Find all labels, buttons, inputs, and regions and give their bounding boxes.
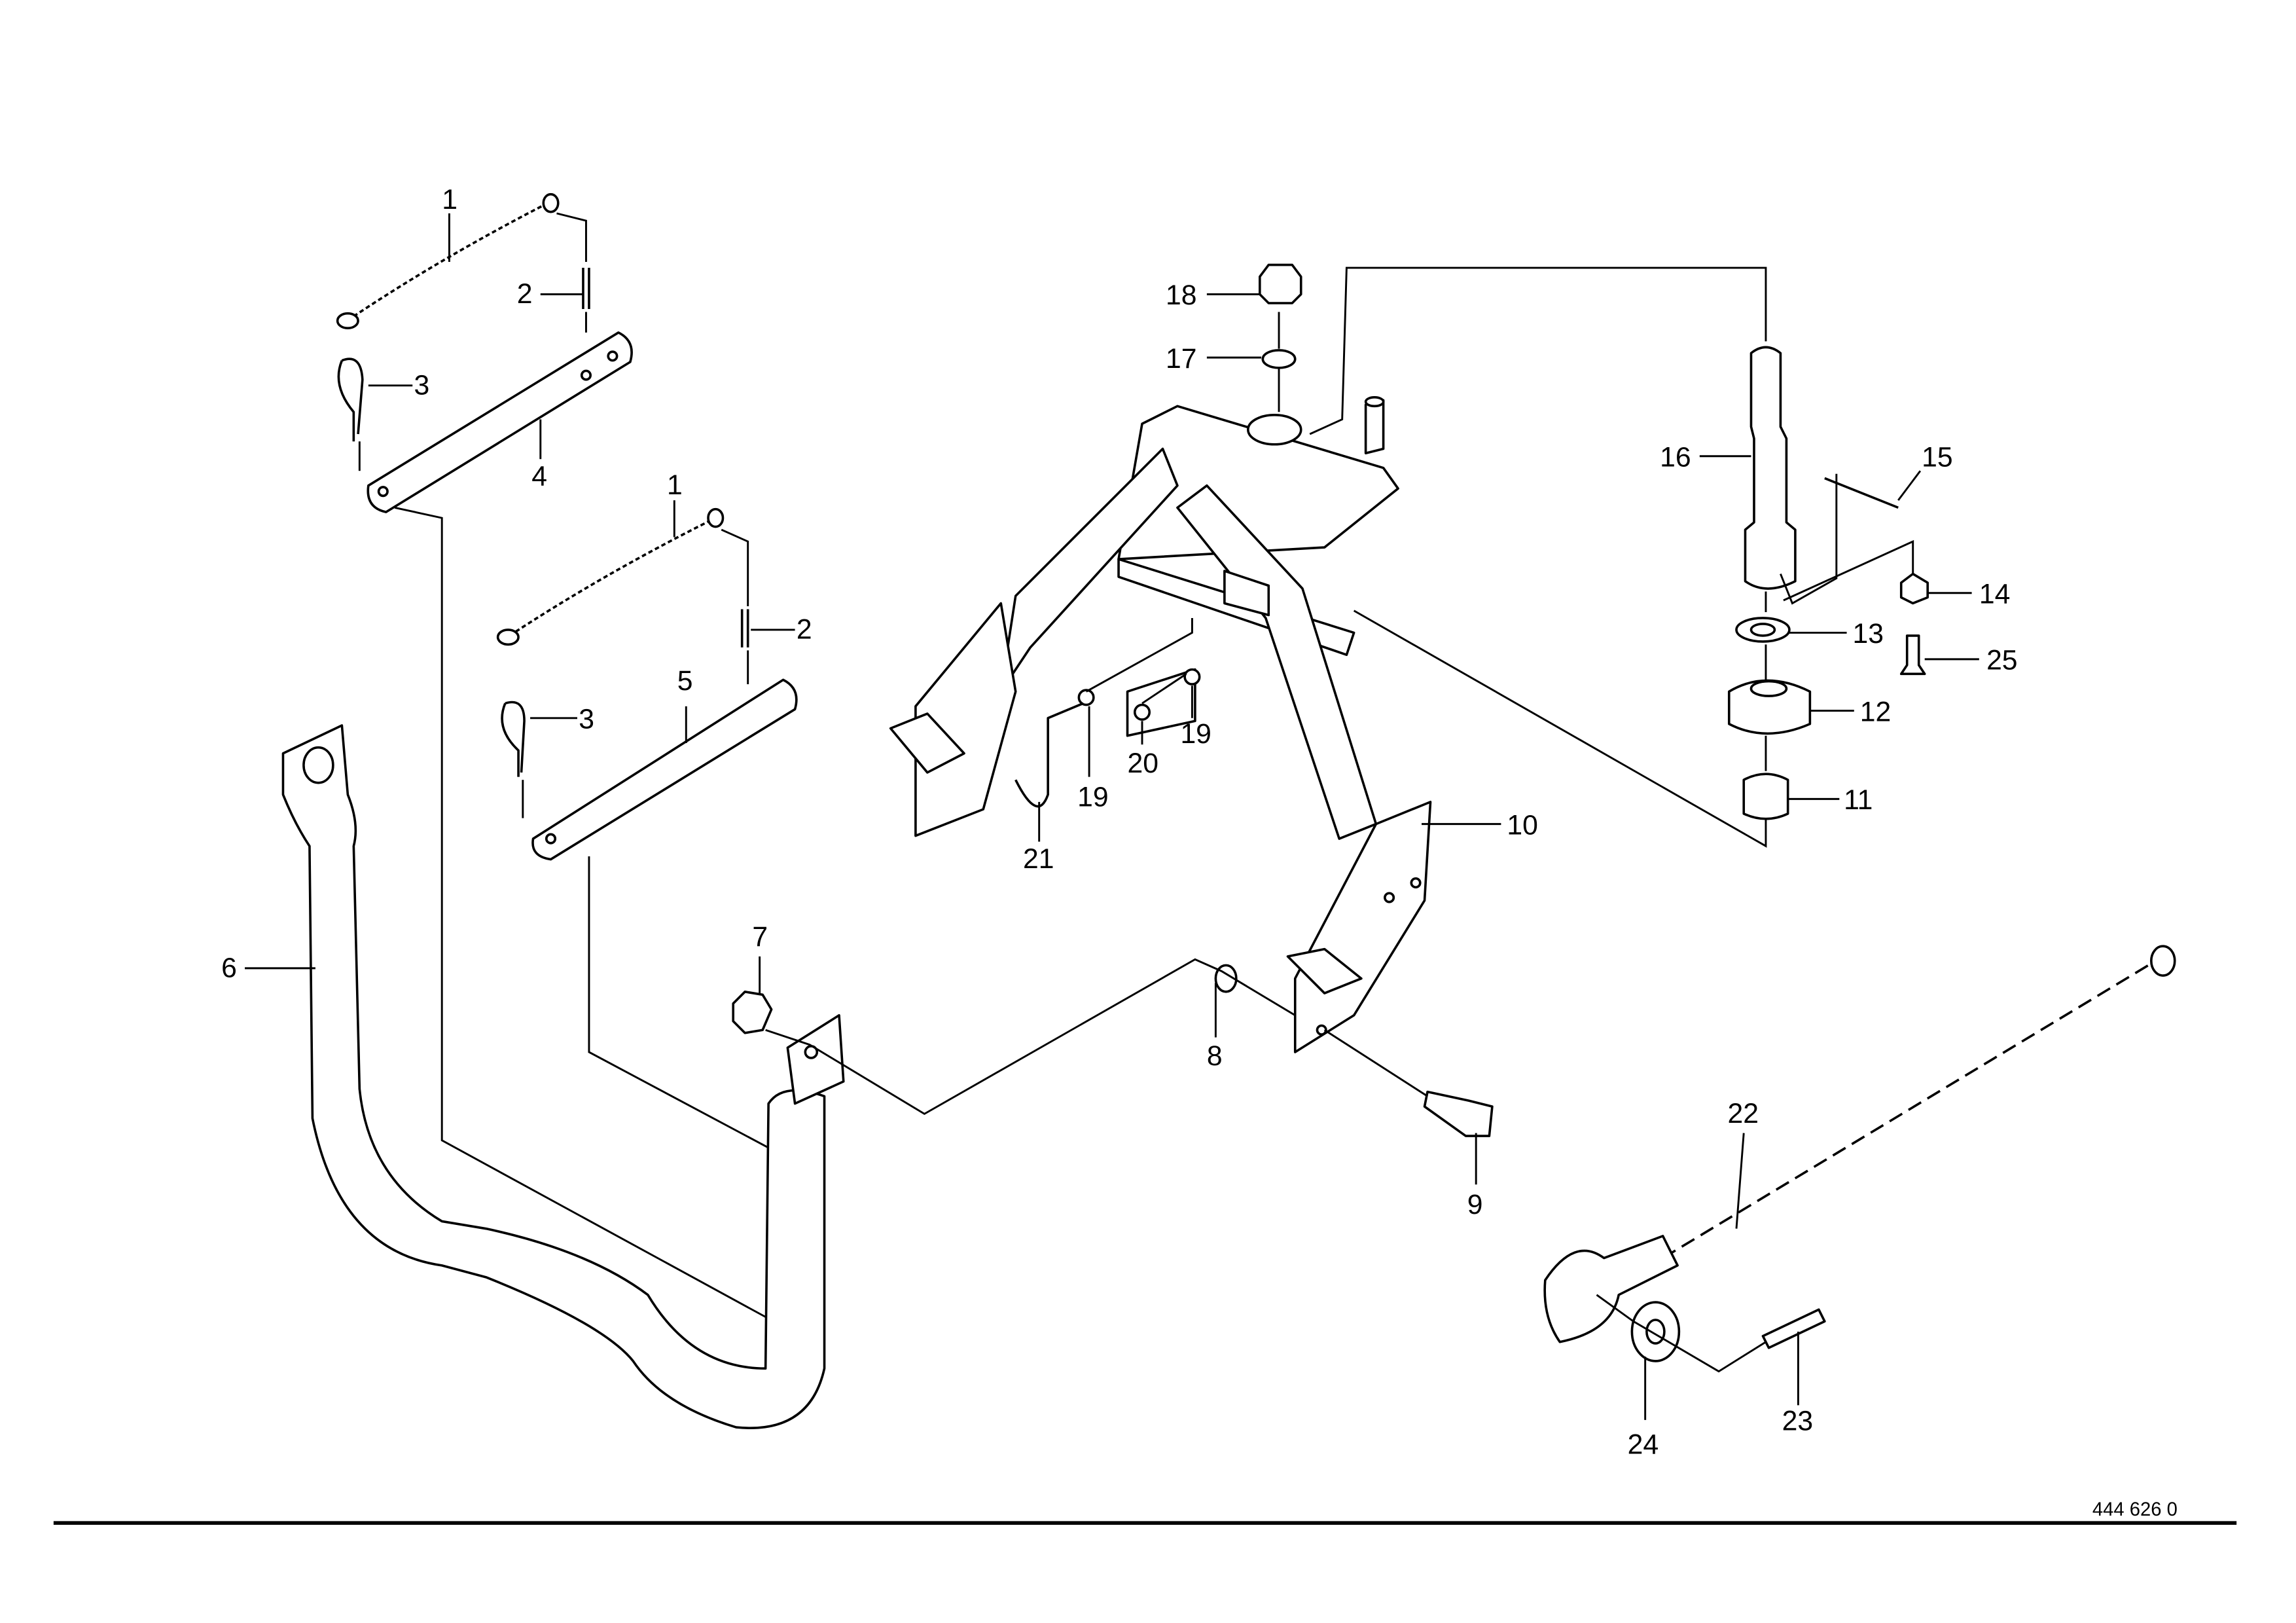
label-17: 17 [1166, 343, 1196, 374]
label-4: 4 [531, 461, 547, 492]
label-22: 22 [1728, 1098, 1759, 1129]
part-7-nut [732, 991, 773, 1034]
part-2-cotter-upper [582, 268, 590, 309]
label-7: 7 [752, 921, 768, 953]
part-14-nut [1899, 572, 1929, 605]
label-21: 21 [1023, 843, 1054, 875]
part-3-spring-pin-upper [337, 357, 364, 442]
label-2: 2 [797, 613, 812, 645]
part-17-washer [1261, 349, 1297, 369]
label-23: 23 [1782, 1406, 1813, 1437]
label-6: 6 [221, 952, 237, 983]
label-18: 18 [1166, 280, 1196, 311]
part-18-nut [1259, 263, 1302, 304]
part-9-bolt [1423, 1090, 1494, 1137]
part-1-chain-upper [353, 202, 548, 318]
part-6-support-bar [281, 724, 826, 1429]
label-16: 16 [1660, 441, 1691, 473]
part-22-chain [1662, 955, 2164, 1260]
part-12-bushing [1727, 679, 1812, 735]
label-8: 8 [1207, 1040, 1223, 1072]
part-8-washer [1214, 964, 1238, 993]
label-3: 3 [579, 704, 594, 735]
label-10: 10 [1507, 809, 1537, 841]
label-11: 11 [1844, 784, 1873, 816]
drawing-number: 444 626 0 [2092, 1499, 2178, 1520]
leader-lines [245, 212, 1979, 1420]
part-4-link-plate [367, 331, 633, 513]
part-25-bolt [1899, 634, 1926, 676]
part-group-lower-link [496, 507, 798, 861]
label-19: 19 [1180, 718, 1211, 750]
label-15: 15 [1922, 441, 1952, 473]
part-23-pin [1761, 1308, 1826, 1349]
label-24: 24 [1628, 1429, 1659, 1461]
part-22-hook [1543, 1235, 1679, 1343]
part-labels: 1 2 3 4 1 2 3 5 6 7 8 9 10 11 12 13 14 1… [221, 184, 2017, 1460]
part-11-sleeve [1742, 773, 1789, 820]
label-1: 1 [442, 184, 457, 215]
label-3: 3 [414, 369, 429, 401]
label-9: 9 [1467, 1189, 1483, 1220]
part-10-frame [889, 396, 1432, 1053]
label-1: 1 [667, 469, 683, 501]
label-19: 19 [1077, 782, 1108, 813]
label-13: 13 [1853, 618, 1884, 649]
label-12: 12 [1860, 696, 1891, 727]
label-14: 14 [1979, 578, 2010, 610]
label-25: 25 [1986, 645, 2017, 676]
part-16-pin [1744, 346, 1797, 590]
part-group-upper-link [336, 192, 633, 513]
label-5: 5 [677, 665, 693, 697]
label-2: 2 [517, 278, 533, 310]
label-20: 20 [1128, 748, 1158, 779]
part-5-link-plate [531, 678, 798, 861]
part-21-hook [1014, 702, 1084, 808]
